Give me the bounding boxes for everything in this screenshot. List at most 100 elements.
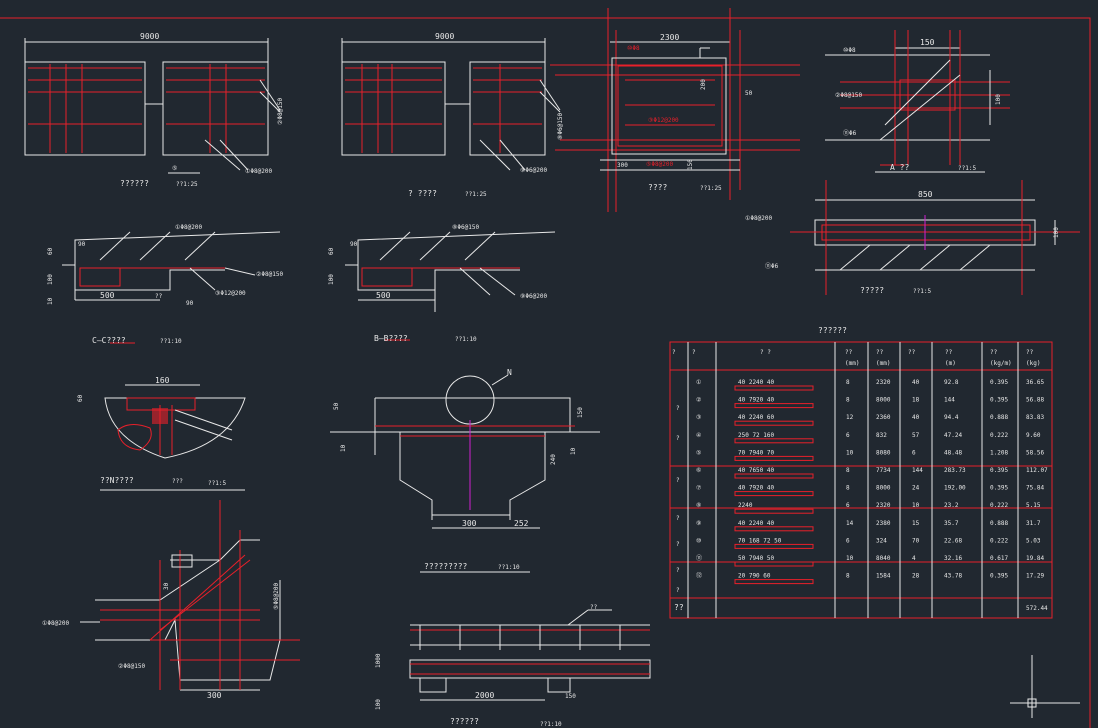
title-section-b: B—B????	[374, 334, 408, 343]
table-cell-shape: 50 7940 50	[738, 555, 775, 562]
title-view2: ? ????	[408, 189, 437, 198]
table-cell-shape: 40 2240 60	[738, 414, 775, 421]
view-corner-detail: 300 ①Φ8@200 ②Φ8@150 ⑤Φ8@200 30	[42, 500, 300, 700]
table-cell-dia: 12	[846, 414, 854, 421]
table-header-0: ?	[672, 349, 676, 356]
table-cell-unit: 0.395	[990, 573, 1008, 580]
view-section-top: 2300 ⑩Φ8 ③Φ12@200 ⑤Φ8@200 300 150 200 50…	[550, 8, 800, 212]
scale-view2: ??1:25	[465, 191, 487, 198]
svg-text:150: 150	[687, 159, 694, 170]
table-cell-weight: 36.65	[1026, 379, 1044, 386]
svg-text:100: 100	[328, 274, 335, 285]
dim-60-n: 60	[77, 394, 84, 402]
table-cell-len: 7734	[876, 467, 891, 474]
dim-500-b: 500	[376, 291, 391, 300]
scale-node-n: ??1:5	[208, 480, 226, 487]
dim-500-c: 500	[100, 291, 115, 300]
table-cell-dia: 8	[846, 379, 850, 386]
svg-text:100: 100	[375, 699, 382, 710]
table-group-2: ?	[676, 477, 680, 484]
title-section-c: C—C????	[92, 336, 126, 345]
dim-2000: 2000	[475, 691, 494, 700]
dim-100-b: 100	[1053, 227, 1060, 238]
view-plan-mid: 9000 ⑧Φ6@150 ⑨Φ6@200 ? ???? ??1:25	[341, 32, 564, 198]
title-view5: ?????	[860, 286, 884, 295]
table-cell-shape: 40 2240 40	[738, 379, 775, 386]
svg-text:60: 60	[328, 247, 335, 255]
table-cell-weight: 112.07	[1026, 467, 1048, 474]
label-rebar-f-1: ⑨Φ6@200	[520, 167, 547, 174]
table-cell-total: 48.48	[944, 449, 962, 456]
table-rebar-shape	[734, 385, 814, 391]
label-n: N	[507, 368, 512, 377]
table-cell-weight: 58.56	[1026, 449, 1044, 456]
table-cell-shape: 40 7650 40	[738, 467, 775, 474]
rebar-table: ?????? ??? ???(mm)??(mm)????(m)??(kg/m)?…	[669, 326, 1053, 619]
label-rebar-a-1: ①Φ8@200	[245, 168, 272, 175]
table-cell-no: ①	[696, 379, 701, 386]
table-header-2: ? ?	[760, 349, 771, 356]
table-rebar-shape	[734, 491, 814, 497]
table-cell-dia: 8	[846, 573, 850, 580]
table-cell-shape: 70 168 72 50	[738, 537, 782, 544]
dim-10-c: 10	[47, 297, 54, 305]
svg-text:⑤: ⑤	[172, 165, 177, 172]
table-cell-shape: 40 7920 40	[738, 485, 775, 492]
dim-60-c: 60	[47, 247, 54, 255]
table-cell-unit: 0.395	[990, 467, 1008, 474]
table-cell-shape: 70 7940 70	[738, 449, 775, 456]
table-cell-weight: 5.03	[1026, 537, 1041, 544]
view-elevation-mid: N 300 252 240 150 50 10 10 ????????? ??1…	[330, 368, 600, 573]
view-detail-a: 150 100 ⑩Φ8 ②Φ8@150 ⑪Φ6 A ?? ??1:5	[825, 30, 1010, 173]
table-cell-shape: 40 7920 40	[738, 397, 775, 404]
table-rebar-shape	[734, 561, 814, 567]
table-rebar-shape	[734, 403, 814, 409]
table-rebar-shape	[734, 579, 814, 585]
table-cell-len: 1584	[876, 573, 891, 580]
table-cell-weight: 75.84	[1026, 485, 1044, 492]
scale-view1: ??1:25	[176, 181, 198, 188]
table-cell-len: 2320	[876, 379, 891, 386]
label-rebar-e-1: ⑧Φ6@150	[557, 113, 564, 140]
scale-bottom: ??1:10	[540, 721, 562, 728]
table-cell-unit: 0.395	[990, 485, 1008, 492]
svg-text:⑤Φ8@200: ⑤Φ8@200	[273, 583, 280, 610]
dim-160: 160	[155, 376, 170, 385]
table-cell-no: ⑫	[696, 572, 702, 580]
scale-elev-mid: ??1:10	[498, 564, 520, 571]
table-cell-count: 10	[912, 502, 920, 509]
table-cell-dia: 6	[846, 537, 850, 544]
table-rebar-shape	[734, 420, 814, 426]
table-rebar-shape	[734, 455, 814, 461]
table-cell-dia: 8	[846, 467, 850, 474]
scale-section-b: ??1:10	[455, 336, 477, 343]
label-rebar-h-1: ⑩Φ8	[627, 45, 640, 52]
dim-300-top: 300	[617, 162, 628, 169]
table-cell-no: ③	[696, 414, 701, 421]
table-group-0: ?	[676, 405, 680, 412]
table-cell-unit: 0.222	[990, 537, 1008, 544]
table-header-8: ??	[1026, 349, 1034, 356]
title-view4: A ??	[890, 163, 909, 172]
table-title: ??????	[818, 326, 847, 335]
view-elevation-bottom: ?? 2000 150 1000 100 ?????? ??1:10	[375, 604, 651, 728]
table-cell-len: 2360	[876, 414, 891, 421]
label-rebar-e-2: ⑧Φ6@150	[452, 224, 479, 231]
table-group-5: ?	[676, 567, 680, 574]
table-cell-total: 22.68	[944, 537, 962, 544]
view-node-n: 160 60 ??N???? ??? ??1:5	[77, 376, 246, 491]
label-rebar-b-3: ②Φ8@150	[256, 271, 283, 278]
label-rebar-g-1: ⑪Φ6	[843, 129, 857, 137]
label-rebar-f-2: ⑨Φ6@200	[520, 293, 547, 300]
svg-text:??: ??	[155, 293, 163, 300]
table-cell-count: 57	[912, 432, 920, 439]
table-cell-unit: 0.888	[990, 414, 1008, 421]
table-cell-len: 2320	[876, 502, 891, 509]
dim-300-mid: 300	[462, 519, 477, 528]
table-cell-count: 4	[912, 555, 916, 562]
